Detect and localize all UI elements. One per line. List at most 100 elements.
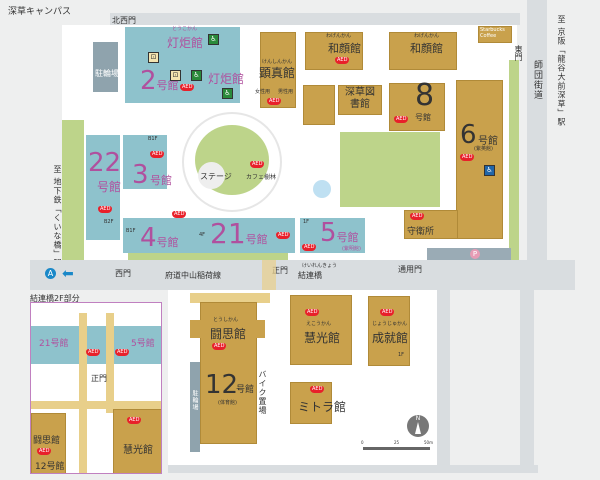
aed-icon: AED (267, 98, 282, 105)
aed-icon: AED (250, 161, 265, 168)
jojyu-building[interactable] (368, 296, 410, 366)
aed-icon: AED (86, 349, 101, 356)
floor-label: 1F (398, 352, 405, 358)
campus-title: 深草キャンパス (8, 7, 72, 17)
kana: わげんかん (414, 33, 440, 39)
building[interactable] (303, 85, 335, 125)
building-8[interactable] (389, 83, 445, 131)
aed-icon: AED (380, 309, 395, 316)
subway-direction: 至 地下鉄「くいな橋」駅 (53, 165, 62, 268)
marker-a[interactable]: A (45, 268, 56, 279)
east-gate[interactable]: 東門 (514, 45, 523, 61)
starbucks-label: Starbucks Coffee (480, 27, 505, 39)
sub: (体育館) (218, 400, 237, 406)
kana: じょうじゅかん (372, 321, 408, 327)
men-label: 男性用 (278, 89, 294, 95)
parking-lot (427, 248, 511, 260)
scale-25: 25 (394, 440, 400, 445)
scale-bar (363, 447, 430, 450)
inset-title: 結連橋2F部分 (30, 294, 80, 303)
aed-icon: AED (98, 206, 113, 213)
bike-parking-label: 駐輪場 (95, 69, 119, 78)
parking-icon: P (470, 249, 480, 259)
suffix: 号館 (236, 385, 255, 395)
kana: えこうかん (306, 321, 332, 327)
toshi-label: 闘思館 (210, 327, 247, 341)
sub: (紫明館) (342, 246, 361, 252)
suffix: 号館 (336, 231, 359, 244)
fudo-road-label: 府道中山稲荷線 (165, 271, 221, 280)
bike-parking (93, 42, 118, 92)
lawn (128, 253, 288, 260)
scale-0: 0 (361, 440, 364, 445)
inset-toshi (31, 413, 66, 473)
sub: (紫英館) (474, 146, 493, 152)
kana: とうこかん (172, 26, 198, 32)
aed-icon: AED (127, 417, 142, 424)
lawn (509, 60, 519, 260)
north-road (110, 13, 520, 25)
suffix: 号館 (150, 174, 172, 187)
guard-building[interactable] (404, 210, 458, 239)
stage (198, 162, 225, 189)
aed-icon: AED (394, 116, 409, 123)
bridge-kana: けいれんきょう (302, 263, 338, 269)
building-22[interactable] (86, 135, 120, 240)
restroom-icon: ⊡ (170, 70, 181, 81)
guard-label: 守衛所 (407, 227, 435, 237)
walkway (106, 313, 114, 413)
num: 5 (320, 218, 337, 248)
bridge-label: 結連橋 (298, 271, 322, 280)
bike-parking (190, 362, 200, 452)
walkway (79, 313, 87, 473)
kana: とうしかん (213, 317, 239, 323)
num: 4 (140, 223, 157, 253)
suffix: 号館 (415, 113, 431, 122)
kenshin-label: 顕真館 (259, 66, 296, 80)
wagen-building[interactable] (305, 32, 363, 70)
aed-icon: AED (460, 154, 475, 161)
kenshin-building[interactable] (260, 32, 296, 108)
shidan-road (527, 0, 547, 290)
starbucks[interactable] (478, 26, 512, 43)
main-gate[interactable]: 正門 (272, 266, 288, 275)
bike-parking-label: 駐輪場 (191, 390, 198, 411)
floor-label: 4F (199, 232, 206, 238)
building-3-num: 3 (132, 160, 149, 190)
wagen-building-2[interactable] (389, 32, 457, 70)
library-building[interactable] (338, 85, 382, 115)
restroom-icon: ⊡ (148, 52, 159, 63)
service-gate[interactable]: 通用門 (398, 265, 422, 274)
building-2-label: 2号館 (140, 68, 179, 99)
cafe-label[interactable]: カフェ樹林 (246, 174, 277, 181)
building-21-label: 21号館 (210, 220, 268, 253)
num: 21 (210, 217, 246, 250)
building-4-21[interactable] (123, 218, 295, 253)
building-5-label: 5号館 (320, 220, 359, 251)
aed-icon: AED (310, 386, 325, 393)
road (520, 290, 534, 470)
walkway (190, 293, 270, 303)
aed-icon: AED (302, 244, 317, 251)
inset-21-label: 21号館 (39, 339, 69, 349)
building-12-num: 12 (205, 370, 239, 400)
lawn (340, 132, 440, 207)
building-3[interactable] (123, 135, 167, 189)
mitra-label: ミトラ館 (298, 400, 347, 414)
northwest-gate[interactable]: 北西門 (112, 16, 136, 25)
inset-main-gate: 正門 (91, 374, 107, 383)
suffix: 号館 (156, 79, 179, 92)
building-22-num: 22 (88, 148, 122, 178)
keiko-label: 慧光館 (304, 331, 341, 345)
library-label: 深草図書館 (345, 87, 375, 110)
west-gate[interactable]: 西門 (115, 269, 131, 278)
plaza-ring (182, 112, 282, 212)
keiko-building[interactable] (290, 295, 352, 365)
accessible-icon: ♿ (222, 88, 233, 99)
toko-label: 灯炬館 (167, 36, 204, 50)
floor-label: B2F (104, 219, 114, 225)
inset-building-21-5 (31, 326, 161, 364)
floor-label: B1F (148, 136, 158, 142)
building-8-num: 8 (415, 78, 435, 113)
road (168, 465, 538, 473)
